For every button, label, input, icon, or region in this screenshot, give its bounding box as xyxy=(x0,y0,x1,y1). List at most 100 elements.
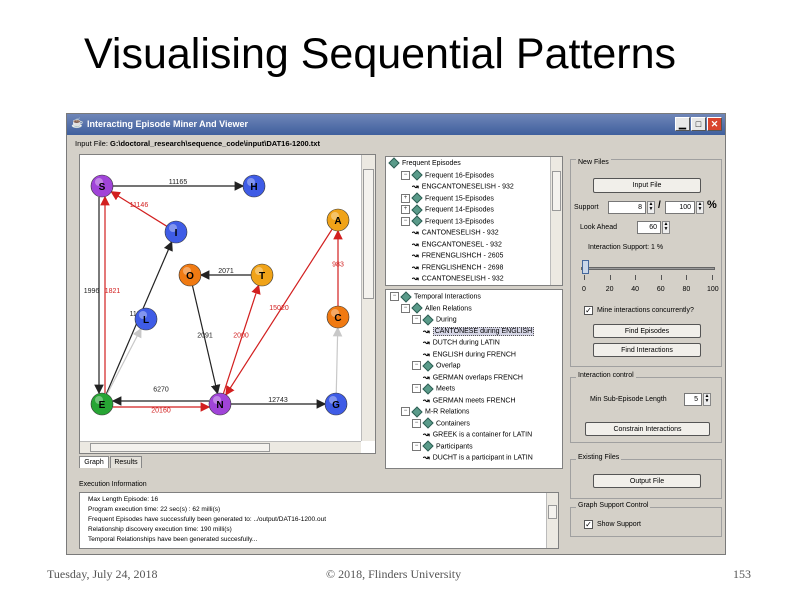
graph-edge-E-L[interactable] xyxy=(106,327,142,395)
frequent-tree-item[interactable]: ↝FRENGLISHENCH - 2698 xyxy=(412,263,503,272)
node-label-O: O xyxy=(186,271,194,282)
interaction-control-label: Interaction control xyxy=(576,372,636,379)
temporal-tree-group[interactable]: −Allen Relations xyxy=(401,302,472,314)
temporal-tree-item[interactable]: ↝DUTCH during LATIN xyxy=(423,338,500,347)
support-spinner[interactable]: ▲▼ xyxy=(647,201,655,214)
temporal-tree-item[interactable]: ↝GERMAN meets FRENCH xyxy=(423,396,516,405)
existing-files-group xyxy=(570,459,722,499)
graph-edge-G-C[interactable] xyxy=(332,326,343,394)
mine-concurrently-checkbox[interactable]: ✓ xyxy=(584,306,593,315)
temporal-tree-group[interactable]: −Participants xyxy=(412,440,473,452)
slider-tick-label: 100 xyxy=(707,286,719,293)
collapse-icon[interactable]: − xyxy=(412,361,421,370)
close-button[interactable]: ✕ xyxy=(707,117,722,131)
graph-vertical-scrollbar[interactable] xyxy=(361,155,375,441)
frequent-tree-group[interactable]: + Frequent 15-Episodes xyxy=(401,192,494,204)
temporal-tree-item[interactable]: ↝DUCHT is a participant in LATIN xyxy=(423,453,533,462)
frequent-tree-group[interactable]: −Frequent 13-Episodes xyxy=(401,215,494,227)
show-support-checkbox[interactable]: ✓ xyxy=(584,520,593,529)
collapse-icon[interactable]: − xyxy=(412,384,421,393)
frequent-episodes-tree[interactable]: Frequent Episodes−Frequent 16-Episodes↝E… xyxy=(385,156,563,286)
graph-edge-O-N[interactable] xyxy=(191,285,221,395)
graph-node-A[interactable]: A xyxy=(326,208,350,232)
edge-label-S-H: 11165 xyxy=(169,179,188,186)
graph-node-C[interactable]: C xyxy=(326,305,350,329)
frequent-tree-item[interactable]: ↝ENGCANTONESEL - 932 xyxy=(412,240,502,249)
temporal-tree-group[interactable]: −Meets xyxy=(412,382,455,395)
expand-icon[interactable]: + xyxy=(401,205,410,214)
tab-results[interactable]: Results xyxy=(110,456,142,468)
tree-label: Frequent 15-Episodes xyxy=(425,194,494,202)
graph-horizontal-scrollbar[interactable] xyxy=(80,441,361,453)
exec-scroll-thumb[interactable] xyxy=(548,505,557,519)
temporal-tree-item[interactable]: ↝GREEK is a container for LATIN xyxy=(423,430,532,439)
min-sub-episode-spinner[interactable]: ▲▼ xyxy=(703,393,711,406)
support-total-field[interactable]: 100 xyxy=(665,201,695,214)
frequent-tree-group[interactable]: +Frequent 14-Episodes xyxy=(401,203,494,216)
support-label: Support xyxy=(574,204,599,211)
exec-scrollbar[interactable] xyxy=(546,493,558,548)
graph-vscroll-thumb[interactable] xyxy=(363,169,374,299)
temporal-tree-group[interactable]: −M-R Relations xyxy=(401,405,469,418)
graph-panel[interactable]: 1116511146182119961108420711502020002091… xyxy=(79,154,376,454)
graph-hscroll-thumb[interactable] xyxy=(90,443,270,452)
graph-node-G[interactable]: G xyxy=(324,392,348,416)
frequent-tree-item[interactable]: ↝CANTONESELISH - 932 xyxy=(412,228,499,237)
temporal-tree-group[interactable]: −Containers xyxy=(412,417,470,429)
frequent-tree-group[interactable]: −Frequent 16-Episodes xyxy=(401,169,494,181)
lookahead-field[interactable]: 60 xyxy=(637,221,661,234)
graph-node-L[interactable]: L xyxy=(134,307,158,331)
frequent-tree-item[interactable]: ↝FRENENGLISHCH - 2605 xyxy=(412,251,503,260)
minimize-button[interactable]: ▁ xyxy=(675,117,690,131)
graph-node-I[interactable]: I xyxy=(164,220,188,244)
input-file-label: Input File: xyxy=(75,139,108,148)
support-total-spinner[interactable]: ▲▼ xyxy=(696,201,704,214)
constrain-interactions-button[interactable]: Constrain Interactions xyxy=(585,422,710,436)
find-interactions-button[interactable]: Find Interactions xyxy=(593,343,701,357)
collapse-icon[interactable]: − xyxy=(401,216,410,226)
window-titlebar[interactable]: ☕ Interacting Episode Miner And Viewer ▁… xyxy=(67,114,725,135)
collapse-icon[interactable]: − xyxy=(401,407,410,416)
graph-node-O[interactable]: O xyxy=(178,263,202,287)
lookahead-spinner[interactable]: ▲▼ xyxy=(662,221,670,234)
graph-edge-A-N[interactable] xyxy=(225,228,333,396)
collapse-icon[interactable]: − xyxy=(401,170,410,180)
collapse-icon[interactable]: − xyxy=(412,315,421,324)
graph-edge-N-T[interactable] xyxy=(222,284,261,394)
maximize-button[interactable]: □ xyxy=(691,117,706,131)
temporal-tree-group[interactable]: −During xyxy=(412,313,457,326)
graph-node-E[interactable]: E xyxy=(90,392,114,416)
input-file-button[interactable]: Input File xyxy=(593,178,701,193)
episode-graph[interactable]: 1116511146182119961108420711502020002091… xyxy=(80,155,361,441)
temporal-tree-group[interactable]: −Overlap xyxy=(412,359,461,372)
graph-node-S[interactable]: S xyxy=(90,174,114,198)
collapse-icon[interactable]: − xyxy=(401,303,410,313)
temporal-tree-item[interactable]: ↝ENGLISH during FRENCH xyxy=(423,350,516,359)
collapse-icon[interactable]: − xyxy=(412,418,421,428)
graph-node-T[interactable]: T xyxy=(250,263,274,287)
support-field[interactable]: 8 xyxy=(608,201,646,214)
slider-thumb[interactable] xyxy=(582,260,590,274)
graph-node-H[interactable]: H xyxy=(242,174,266,198)
freq-tree-scroll-thumb[interactable] xyxy=(552,171,561,211)
temporal-tree-root[interactable]: −Temporal Interactions xyxy=(390,290,481,303)
expand-icon[interactable]: + xyxy=(401,193,410,203)
frequent-tree-root[interactable]: Frequent Episodes xyxy=(388,157,461,169)
frequent-tree-item[interactable]: ↝ENGCANTONESELISH - 932 xyxy=(412,182,514,191)
graph-edge-I-S[interactable] xyxy=(110,191,167,227)
find-episodes-button[interactable]: Find Episodes xyxy=(593,324,701,338)
frequent-tree-item[interactable]: ↝CCANTONESELISH - 932 xyxy=(412,274,504,283)
temporal-interactions-tree[interactable]: −Temporal Interactions−Allen Relations−D… xyxy=(385,289,563,469)
folder-diamond-icon xyxy=(411,405,423,418)
temporal-tree-item[interactable]: ↝CANTONESE during ENGLISH xyxy=(423,327,535,336)
freq-tree-scrollbar[interactable] xyxy=(550,157,562,285)
min-sub-episode-field[interactable]: 5 xyxy=(684,393,702,406)
collapse-icon[interactable]: − xyxy=(412,441,421,451)
graph-node-N[interactable]: N xyxy=(208,392,232,416)
collapse-icon[interactable]: − xyxy=(390,292,399,301)
tab-graph[interactable]: Graph xyxy=(79,456,109,468)
slider-tick-label: 20 xyxy=(605,286,614,293)
interaction-support-slider[interactable] xyxy=(581,267,715,270)
temporal-tree-item[interactable]: ↝GERMAN overlaps FRENCH xyxy=(423,373,523,382)
output-file-button[interactable]: Output File xyxy=(593,474,701,488)
